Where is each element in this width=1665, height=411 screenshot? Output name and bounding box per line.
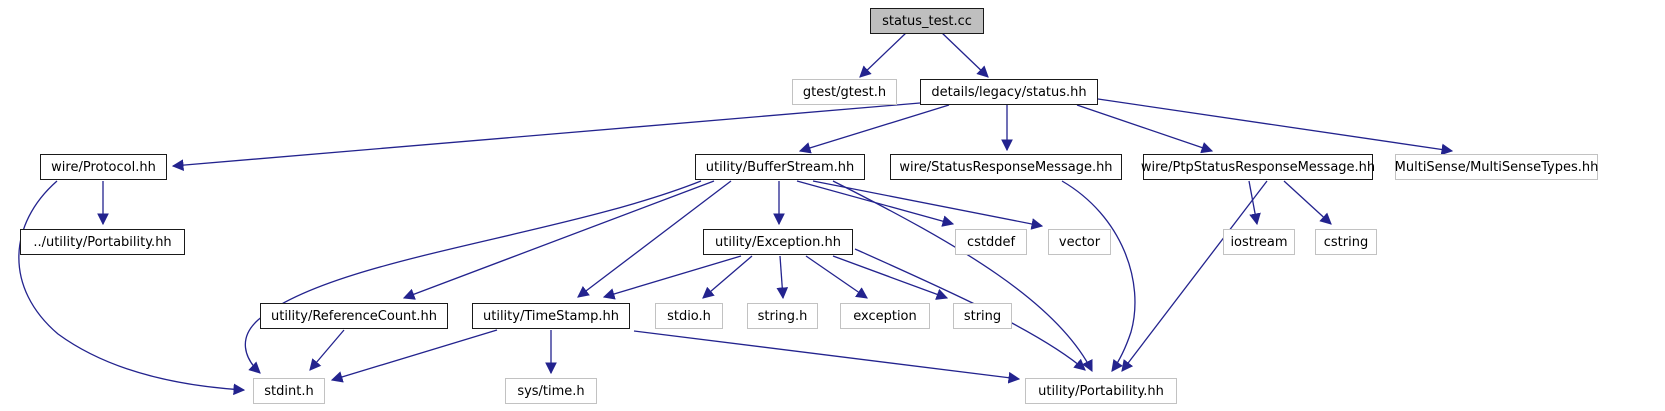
edge-status-test-cc--gtest-gtest-h xyxy=(859,31,908,78)
edge-utility-bufferstream-hh--vector xyxy=(812,180,1044,230)
node-stdio-h: stdio.h xyxy=(655,303,723,329)
node-status-test-cc: status_test.cc xyxy=(870,8,984,34)
edge-utility-timestamp-hh--stdint-h xyxy=(330,329,498,383)
node-wire-protocol-hh[interactable]: wire/Protocol.hh xyxy=(40,154,167,180)
node-cstring: cstring xyxy=(1315,229,1377,255)
node-wire-ptpstatusresponsemessage-hh[interactable]: wire/PtpStatusResponseMessage.hh xyxy=(1141,154,1375,180)
node-wire-statusresponsemessage-hh[interactable]: wire/StatusResponseMessage.hh xyxy=(890,154,1122,180)
edge-wire-ptpstatusresponsemessage-hh--iostream xyxy=(1248,180,1261,226)
edge-details-legacy-status-hh--multisense-multisensetypes-hh xyxy=(1097,98,1454,156)
edge-utility-bufferstream-hh--utility-referencecount-hh xyxy=(402,180,715,300)
node-vector: vector xyxy=(1048,229,1111,255)
edge-utility-bufferstream-hh--stdint-h xyxy=(244,180,702,374)
node-gtest-gtest-h: gtest/gtest.h xyxy=(792,79,897,105)
node-string: string xyxy=(953,303,1012,329)
edge-wire-ptpstatusresponsemessage-hh--cstring xyxy=(1283,180,1332,225)
edge-utility-timestamp-hh--utility-portability-hh xyxy=(633,330,1021,384)
edge-details-legacy-status-hh--wire-protocol-hh xyxy=(171,102,921,171)
edge-utility-exception-hh--string xyxy=(832,255,949,300)
edge-utility-bufferstream-hh--utility-portability-hh xyxy=(832,180,1093,373)
edge-utility-bufferstream-hh--utility-timestamp-hh xyxy=(577,180,732,298)
node-string-h: string.h xyxy=(747,303,818,329)
node-iostream: iostream xyxy=(1223,229,1295,255)
node-utility-exception-hh[interactable]: utility/Exception.hh xyxy=(703,229,853,255)
node-sys-time-h: sys/time.h xyxy=(505,378,597,404)
node-exception: exception xyxy=(840,303,930,329)
edge-status-test-cc--details-legacy-status-hh xyxy=(940,31,989,78)
edge-wire-statusresponsemessage-hh--utility-portability-hh xyxy=(1061,180,1136,372)
node-utility-referencecount-hh[interactable]: utility/ReferenceCount.hh xyxy=(260,303,448,329)
edge-wire-ptpstatusresponsemessage-hh--utility-portability-hh xyxy=(1121,180,1268,372)
node-rel-utility-portability-hh[interactable]: ../utility/Portability.hh xyxy=(20,229,185,255)
edge-utility-referencecount-hh--stdint-h xyxy=(309,329,345,371)
node-multisense-multisensetypes-hh: MultiSense/MultiSenseTypes.hh xyxy=(1395,154,1598,180)
node-details-legacy-status-hh[interactable]: details/legacy/status.hh xyxy=(920,79,1098,105)
edge-details-legacy-status-hh--wire-ptpstatusresponsemessage-hh xyxy=(1076,104,1214,154)
node-cstddef: cstddef xyxy=(955,229,1027,255)
edge-utility-exception-hh--stdio-h xyxy=(702,255,753,299)
edge-utility-exception-hh--utility-timestamp-hh xyxy=(602,255,742,300)
edge-utility-exception-hh--string-h xyxy=(776,255,789,300)
node-stdint-h: stdint.h xyxy=(253,378,325,404)
node-utility-bufferstream-hh[interactable]: utility/BufferStream.hh xyxy=(695,154,865,180)
edge-utility-exception-hh--exception xyxy=(805,255,868,299)
edge-details-legacy-status-hh--utility-bufferstream-hh xyxy=(798,104,950,154)
edge-wire-protocol-hh--stdint-h xyxy=(18,180,246,396)
node-utility-timestamp-hh[interactable]: utility/TimeStamp.hh xyxy=(472,303,630,329)
node-utility-portability-hh: utility/Portability.hh xyxy=(1025,378,1177,404)
